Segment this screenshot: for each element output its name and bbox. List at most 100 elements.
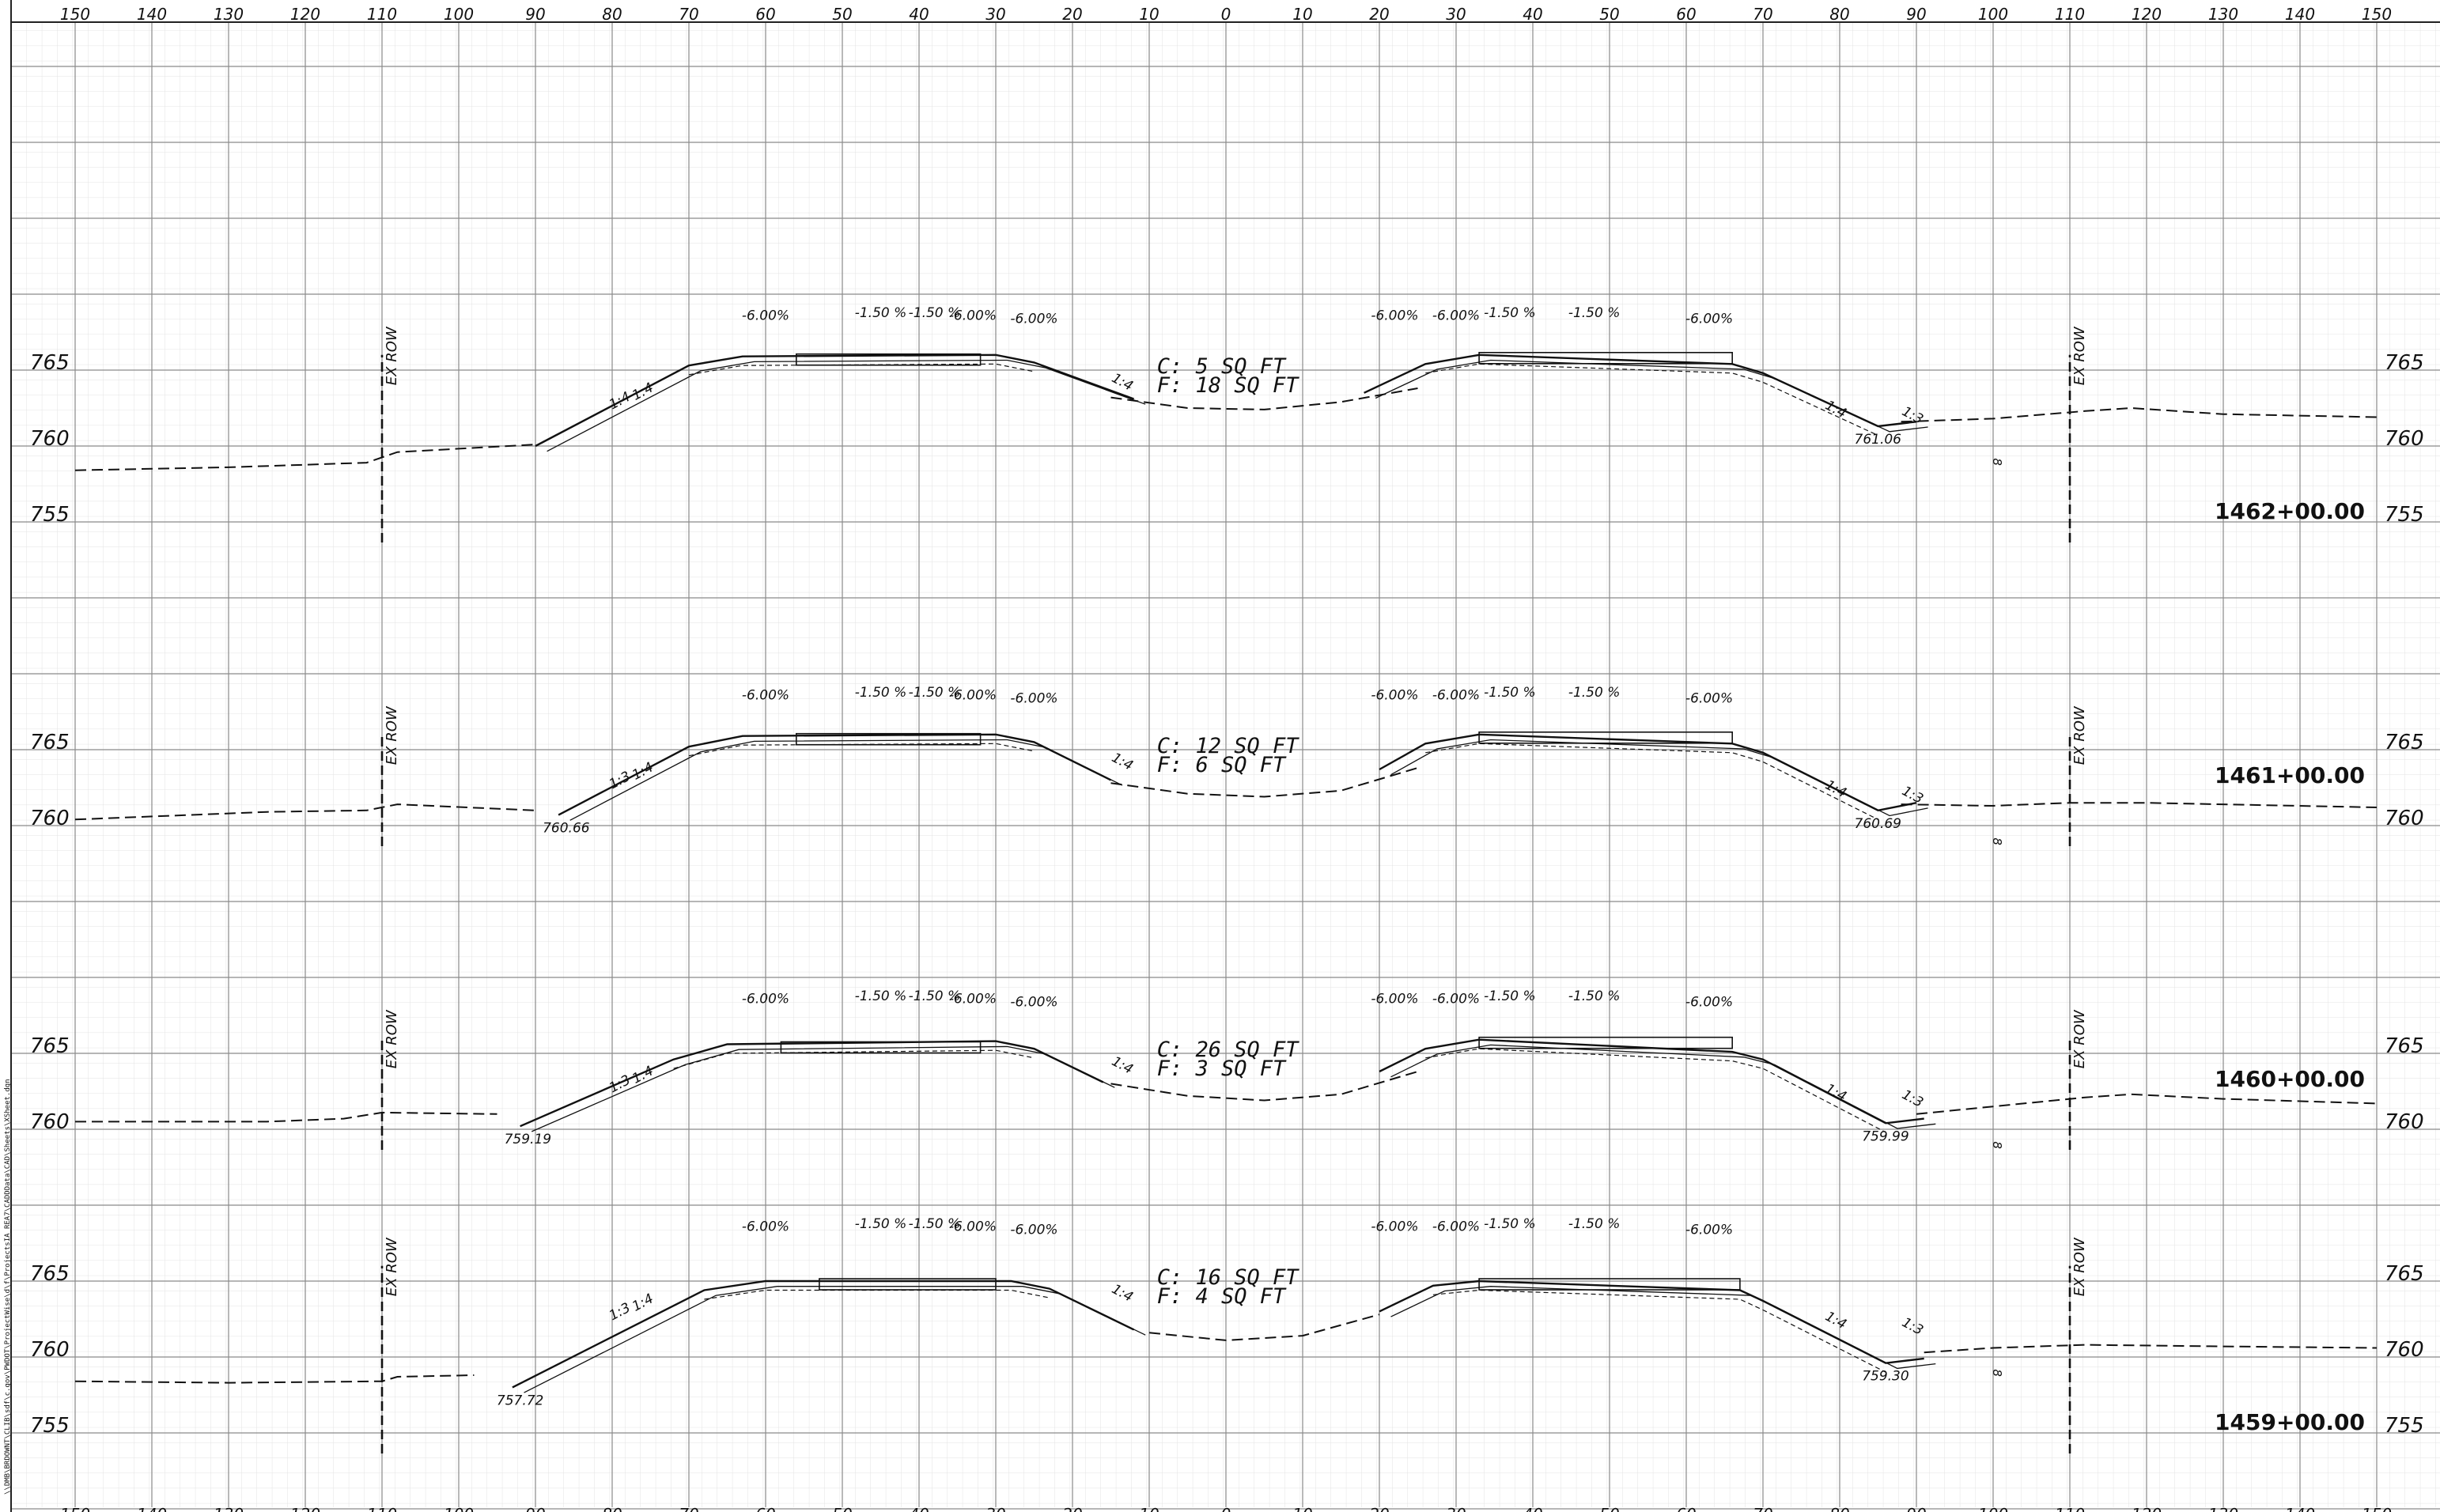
cross-slope-label: -6.00% xyxy=(1685,1222,1733,1238)
offset-tick-label: 80 xyxy=(1829,1505,1849,1512)
cross-slope-label: -1.50 % xyxy=(1484,988,1536,1004)
area-cut-label: C: 5 SQ FT xyxy=(1157,354,1287,379)
pavement-box xyxy=(1478,731,1733,744)
proposed-section-right xyxy=(1379,1038,1924,1125)
offset-tick-label: 70 xyxy=(679,5,698,24)
offset-tick-label: 40 xyxy=(1523,1505,1542,1512)
offset-tick-label: 50 xyxy=(1599,5,1619,24)
cross-slope-label: -1.50 % xyxy=(909,988,961,1004)
elevation-label-left: 760 xyxy=(30,427,70,451)
area-fill-label: F: 3 SQ FT xyxy=(1157,1057,1287,1081)
offset-tick-label: 90 xyxy=(525,1505,545,1512)
proposed-section-right-subgrade xyxy=(1425,1048,1886,1133)
area-fill-label: F: 6 SQ FT xyxy=(1157,753,1287,777)
offset-tick-label: 30 xyxy=(985,5,1005,24)
station-label: 1460+00.00 xyxy=(2215,1066,2365,1092)
offset-tick-label: 120 xyxy=(290,5,320,24)
existing-ground-median xyxy=(1110,387,1418,410)
existing-ground-left xyxy=(74,803,536,821)
spot-elevation-right: 761.06 xyxy=(1855,432,1902,448)
offset-tick-label: 120 xyxy=(290,1505,320,1512)
offset-tick-label: 150 xyxy=(2362,5,2392,24)
offset-tick-label: 90 xyxy=(1906,1505,1926,1512)
offset-tick-label: 70 xyxy=(1753,1505,1772,1512)
cross-slope-label: -1.50 % xyxy=(1484,1216,1536,1232)
offset-tick-label: 40 xyxy=(909,1505,929,1512)
proposed-section-left-subgrade xyxy=(688,363,1035,376)
spot-elevation-left: 760.66 xyxy=(543,821,590,837)
offset-tick-label: 120 xyxy=(2132,5,2162,24)
elevation-label-right: 765 xyxy=(2385,1034,2424,1058)
right-ground-marker: 8 xyxy=(1990,1369,2004,1377)
pavement-box xyxy=(1478,1278,1741,1291)
elevation-label-left: 765 xyxy=(30,1034,70,1058)
offset-tick-label: 130 xyxy=(214,5,244,24)
cross-slope-label: -6.00% xyxy=(742,1219,789,1235)
ex-row-label: EX ROW xyxy=(2071,326,2088,385)
area-cut-label: C: 16 SQ FT xyxy=(1157,1265,1300,1290)
area-cut-label: C: 26 SQ FT xyxy=(1157,1038,1300,1062)
proposed-section-right-subgrade xyxy=(1425,363,1878,437)
proposed-section-left-surface xyxy=(569,739,1123,821)
cross-slope-label: -6.00% xyxy=(742,992,789,1007)
elevation-label-right: 760 xyxy=(2385,427,2424,451)
elevation-label-left: 765 xyxy=(30,351,70,375)
elevation-label-left: 755 xyxy=(30,1414,70,1438)
offset-tick-label: 20 xyxy=(1369,5,1389,24)
existing-ground-left xyxy=(75,1111,497,1123)
offset-tick-label: 100 xyxy=(1978,5,2008,24)
proposed-section-right-subgrade xyxy=(1425,743,1878,820)
offset-tick-label: 80 xyxy=(602,5,622,24)
offset-tick-label: 70 xyxy=(1753,5,1772,24)
ex-row-label: EX ROW xyxy=(384,1237,400,1296)
offset-tick-label: 130 xyxy=(214,1505,244,1512)
offset-tick-label: 10 xyxy=(1292,1505,1312,1512)
offset-tick-label: 30 xyxy=(1446,5,1466,24)
offset-tick-label: 120 xyxy=(2132,1505,2162,1512)
offset-tick-label: 20 xyxy=(1062,5,1082,24)
cross-slope-label: -1.50 % xyxy=(909,1216,961,1232)
proposed-section-left-subgrade xyxy=(673,1049,1035,1069)
area-fill-label: F: 18 SQ FT xyxy=(1157,373,1300,398)
offset-tick-label: 30 xyxy=(1446,1505,1466,1512)
cross-slope-label: -6.00% xyxy=(1010,1222,1057,1238)
proposed-section-right-surface xyxy=(1375,359,1928,433)
offset-tick-label: 100 xyxy=(1978,1505,2008,1512)
cross-slope-label: -1.50 % xyxy=(1568,305,1621,321)
spot-elevation-left: 757.72 xyxy=(497,1393,543,1408)
area-cut-label: C: 12 SQ FT xyxy=(1157,734,1300,758)
cross-slope-label: -1.50 % xyxy=(855,1216,907,1232)
cross-slope-label: -6.00% xyxy=(1432,688,1480,704)
cross-slope-label: -6.00% xyxy=(1685,994,1733,1010)
elevation-label-right: 765 xyxy=(2385,731,2424,754)
spot-elevation-left: 759.19 xyxy=(505,1132,551,1147)
offset-tick-label: 110 xyxy=(367,1505,397,1512)
offset-tick-label: 150 xyxy=(60,5,90,24)
elevation-label-right: 765 xyxy=(2385,1262,2424,1286)
cross-slope-label: -6.00% xyxy=(1371,1219,1418,1235)
cross-slope-label: -6.00% xyxy=(1432,308,1480,324)
elevation-label-left: 755 xyxy=(30,503,70,527)
cross-slope-label: -6.00% xyxy=(1432,1219,1480,1235)
cross-slope-label: -1.50 % xyxy=(1568,685,1621,701)
offset-tick-label: 90 xyxy=(525,5,545,24)
cross-slope-label: -1.50 % xyxy=(855,685,907,701)
elevation-label-right: 760 xyxy=(2385,1110,2424,1134)
spot-elevation-right: 759.30 xyxy=(1862,1369,1908,1385)
offset-tick-label: 70 xyxy=(679,1505,698,1512)
station-label: 1462+00.00 xyxy=(2215,498,2365,524)
bottom-offset-ticks: 1501401301201101009080706050403020100102… xyxy=(60,1505,2392,1512)
offset-tick-label: 90 xyxy=(1906,5,1926,24)
pavement-box xyxy=(819,1278,997,1291)
cross-slope-label: -1.50 % xyxy=(1568,1216,1621,1232)
proposed-section-left-surface xyxy=(524,1286,1146,1393)
offset-tick-label: 10 xyxy=(1292,5,1312,24)
cross-slope-label: -6.00% xyxy=(1432,992,1480,1007)
cross-slope-label: -6.00% xyxy=(1010,994,1057,1010)
pavement-box xyxy=(1478,351,1733,365)
file-path-label: \\DMB\BRDOWNT\CLIB\sdf\c.gov\PWDOT\Proje… xyxy=(4,1079,12,1495)
cross-slope-label: -1.50 % xyxy=(1484,685,1536,701)
offset-tick-label: 140 xyxy=(137,5,167,24)
